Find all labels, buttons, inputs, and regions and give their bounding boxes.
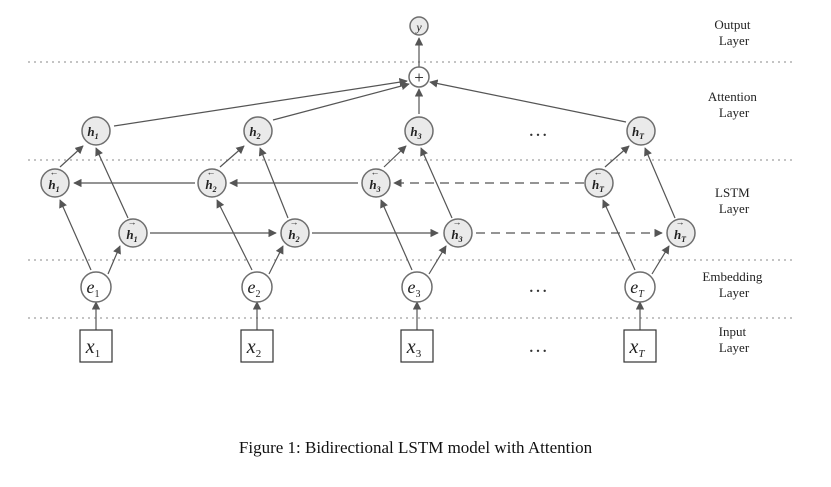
ellipses: … … … <box>528 119 548 357</box>
label-input-layer: Input Layer <box>719 324 750 355</box>
ellipsis-attention: … <box>528 119 548 141</box>
forward-h-node-2: → h2 <box>280 217 310 248</box>
h-node-1: h1 <box>81 116 111 146</box>
svg-text:h2: h2 <box>288 227 299 244</box>
x-box-T: xT <box>623 329 657 363</box>
h-node-T: hT <box>626 116 656 146</box>
svg-text:eT: eT <box>630 277 645 300</box>
edges <box>59 37 676 330</box>
forward-h-node-3: → h3 <box>443 217 473 248</box>
svg-text:x3: x3 <box>406 336 422 360</box>
blstm-attention-diagram: y + h1 h2 h3 hT ← h1 ← <box>28 16 795 363</box>
layer-labels: Output Layer Attention Layer LSTM Layer … <box>702 17 765 355</box>
svg-text:h2: h2 <box>249 124 260 141</box>
input-boxes: x1 x2 x3 xT <box>79 329 657 363</box>
svg-text:hT: hT <box>632 124 645 141</box>
svg-text:e2: e2 <box>248 277 261 300</box>
x-box-3: x3 <box>400 329 434 363</box>
svg-text:←: ← <box>594 167 603 177</box>
svg-text:h1: h1 <box>126 227 137 244</box>
output-symbol: y <box>415 20 422 34</box>
x-box-2: x2 <box>240 329 274 363</box>
output-node: y <box>409 16 429 36</box>
svg-text:e3: e3 <box>408 277 421 300</box>
svg-text:←: ← <box>371 167 380 177</box>
backward-lstm-nodes: ← h1 ← h2 ← h3 ← hT <box>40 167 614 198</box>
svg-text:←: ← <box>207 167 216 177</box>
attention-sum-node: + <box>408 66 430 88</box>
label-lstm-layer: LSTM Layer <box>715 185 753 216</box>
svg-text:xT: xT <box>628 336 645 360</box>
label-embedding-layer: Embedding Layer <box>702 269 765 300</box>
e-node-3: e3 <box>401 271 433 303</box>
h-node-3: h3 <box>404 116 434 146</box>
svg-text:e1: e1 <box>87 277 100 300</box>
backward-h-node-2: ← h2 <box>197 167 227 198</box>
ellipsis-embedding: … <box>528 275 548 297</box>
figure-caption: Figure 1: Bidirectional LSTM model with … <box>238 438 593 457</box>
svg-text:→: → <box>453 217 462 227</box>
svg-text:x2: x2 <box>246 336 261 360</box>
svg-text:h1: h1 <box>48 177 59 194</box>
layer-separators <box>28 61 795 319</box>
svg-text:x1: x1 <box>85 336 100 360</box>
e-node-2: e2 <box>241 271 273 303</box>
svg-text:←: ← <box>50 167 59 177</box>
svg-text:→: → <box>128 217 137 227</box>
svg-text:h2: h2 <box>205 177 216 194</box>
svg-text:hT: hT <box>592 177 605 194</box>
forward-h-node-T: → hT <box>666 217 696 248</box>
svg-text:→: → <box>676 217 685 227</box>
backward-h-node-3: ← h3 <box>361 167 391 198</box>
h-node-2: h2 <box>243 116 273 146</box>
sum-symbol: + <box>414 68 424 87</box>
svg-text:hT: hT <box>674 227 687 244</box>
svg-text:h3: h3 <box>451 227 462 244</box>
svg-text:h1: h1 <box>87 124 98 141</box>
ellipsis-input: … <box>528 335 548 357</box>
x-box-1: x1 <box>79 329 113 363</box>
svg-text:h3: h3 <box>410 124 421 141</box>
svg-text:→: → <box>290 217 299 227</box>
label-attention-layer: Attention Layer <box>708 89 760 120</box>
backward-h-node-1: ← h1 <box>40 167 70 198</box>
e-node-T: eT <box>624 271 656 303</box>
backward-h-node-T: ← hT <box>584 167 614 198</box>
e-node-1: e1 <box>80 271 112 303</box>
label-output-layer: Output Layer <box>714 17 753 48</box>
forward-lstm-nodes: → h1 → h2 → h3 → hT <box>118 217 696 248</box>
forward-h-node-1: → h1 <box>118 217 148 248</box>
embedding-nodes: e1 e2 e3 eT <box>80 271 656 303</box>
attention-h-nodes: h1 h2 h3 hT <box>81 116 656 146</box>
svg-text:h3: h3 <box>369 177 380 194</box>
